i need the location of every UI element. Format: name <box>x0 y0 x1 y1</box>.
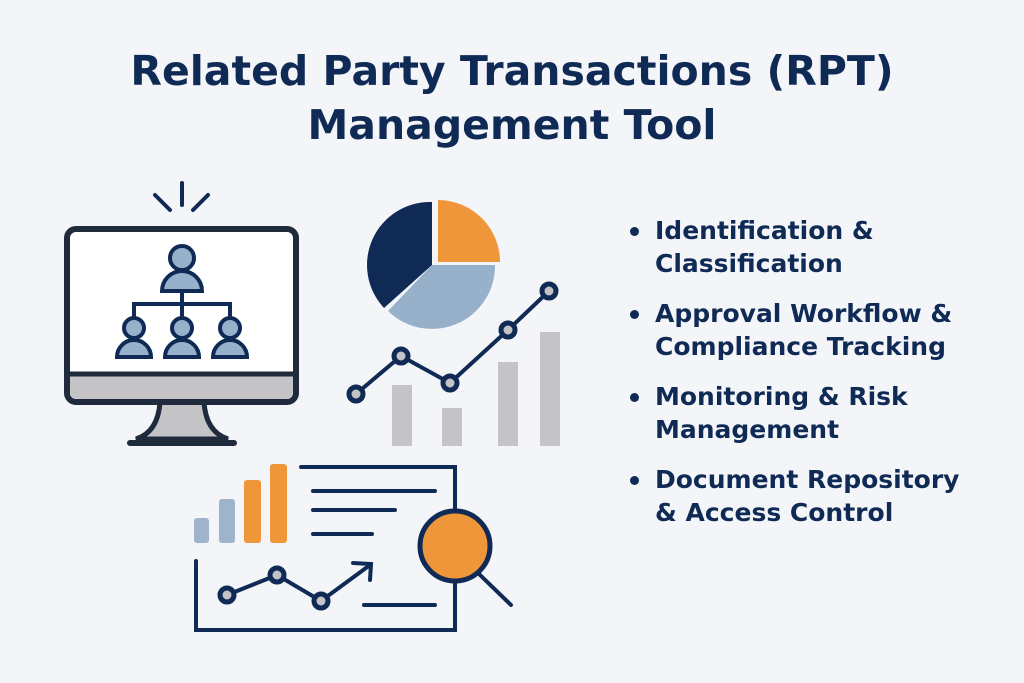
title-line-2: Management Tool <box>307 101 717 149</box>
feature-item-monitoring: Monitoring & Risk Management <box>628 380 1008 446</box>
feature-list: Identification & Classification Approval… <box>628 214 1008 546</box>
trend-chart-icon <box>346 281 560 446</box>
feature-item-document-repository: Document Repository & Access Control <box>628 463 1008 529</box>
bullet-icon <box>630 393 639 402</box>
bullet-icon <box>630 476 639 485</box>
page-title: Related Party Transactions (RPT) Managem… <box>0 44 1024 152</box>
report-magnifier-icon <box>194 464 513 632</box>
title-line-1: Related Party Transactions (RPT) <box>130 47 894 95</box>
bullet-icon <box>630 227 639 236</box>
pie-chart-icon <box>367 200 500 329</box>
monitor-org-chart-icon <box>64 181 299 446</box>
feature-item-identification: Identification & Classification <box>628 214 1008 280</box>
bullet-icon <box>630 310 639 319</box>
feature-item-approval: Approval Workflow & Compliance Tracking <box>628 297 1008 363</box>
